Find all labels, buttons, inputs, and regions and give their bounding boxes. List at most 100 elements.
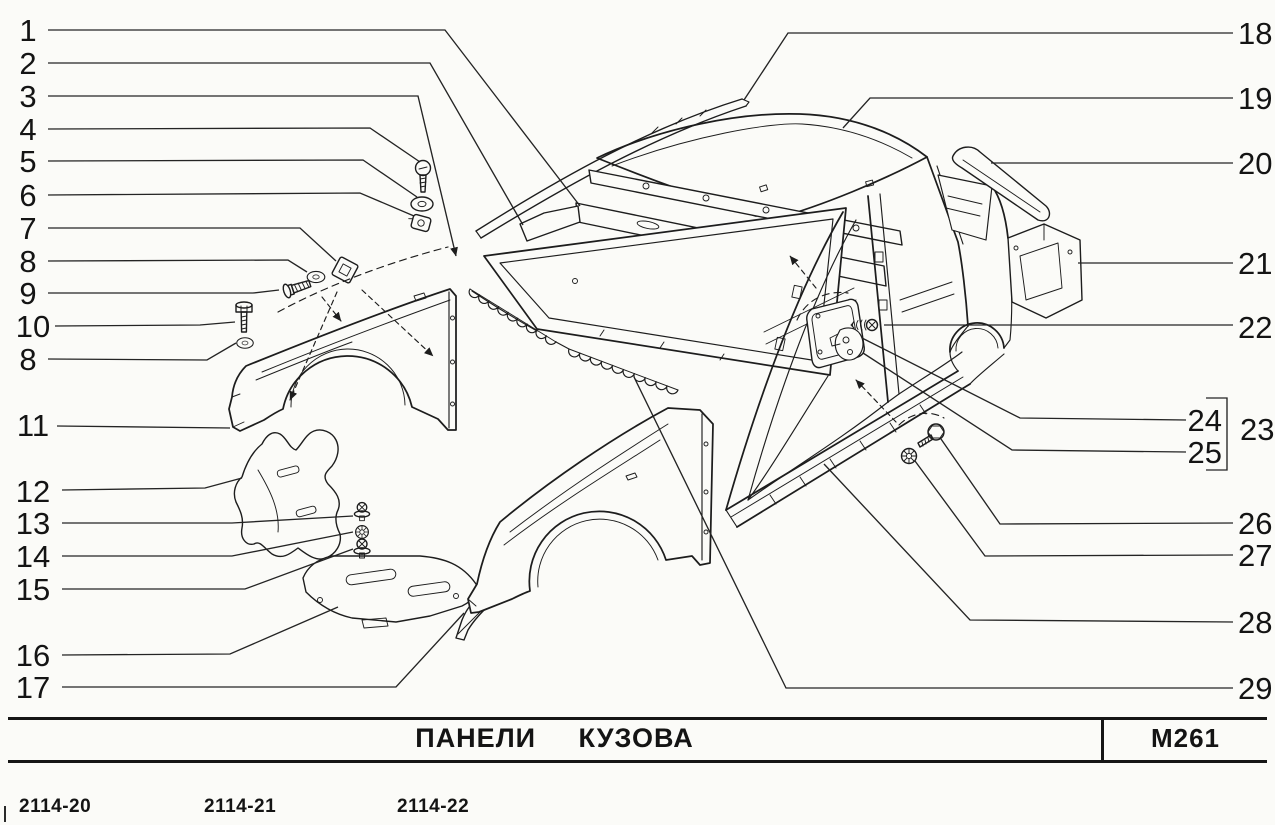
fuel-flap-latch-assembly	[789, 255, 945, 426]
leader-line-8a	[47, 259, 308, 273]
leader-line-7	[48, 227, 337, 262]
leader-line-10	[54, 321, 236, 327]
splash-shield	[302, 555, 478, 629]
leader-line-5	[47, 159, 418, 198]
screw-9-icon	[281, 276, 313, 300]
callout-label-19: 19	[1238, 81, 1272, 116]
bolt-26-icon	[917, 423, 945, 448]
callout-label-29: 29	[1238, 671, 1272, 706]
latch-mechanism	[834, 327, 864, 361]
bolt-install-arrow	[855, 379, 897, 423]
model-variant-label: 2114-20	[19, 796, 92, 817]
slat-end-bracket	[519, 205, 581, 242]
title-bar-divider	[1101, 717, 1104, 763]
nut-6-icon	[405, 212, 433, 233]
callout-labels: 1234567891081112131415161718192021222425…	[16, 13, 1275, 706]
callout-label-8b: 8	[19, 342, 36, 377]
callout-label-7: 7	[19, 211, 36, 246]
callout-label-2: 2	[19, 46, 36, 81]
callout-label-22: 22	[1238, 310, 1272, 345]
leader-line-13	[62, 515, 354, 524]
leader-line-8b	[47, 342, 237, 361]
leader-line-18	[743, 32, 1233, 101]
leader-line-24	[861, 337, 1187, 421]
leader-line-16	[61, 606, 339, 656]
leader-line-6	[47, 192, 415, 217]
leader-line-11	[56, 425, 231, 429]
rear-quarter-panel	[949, 237, 1013, 385]
callout-leaders	[47, 29, 1234, 689]
callout-label-5: 5	[19, 144, 36, 179]
title-bar-bottom-rule	[8, 760, 1267, 763]
install-arrow	[321, 296, 342, 322]
leader-line-26	[940, 438, 1234, 525]
screw-4-icon	[414, 159, 432, 193]
roof-drip-molding	[475, 98, 750, 239]
callout-label-12: 12	[16, 474, 50, 509]
callout-label-6: 6	[19, 178, 36, 213]
callout-label-17: 17	[16, 670, 50, 705]
callout-label-25: 25	[1188, 435, 1222, 470]
bolt-dashed-arc	[898, 412, 945, 426]
rear-end-panel	[1007, 223, 1083, 319]
callout-label-27: 27	[1238, 538, 1272, 573]
install-arrow	[361, 289, 434, 357]
washer-5-icon	[410, 196, 434, 212]
rear-pillar-trim	[951, 146, 1051, 222]
leader-line-15	[62, 548, 354, 590]
sheet-title: ПАНЕЛИ КУЗОВА	[415, 723, 694, 753]
callout-label-21: 21	[1238, 246, 1272, 281]
callout-label-26: 26	[1238, 506, 1272, 541]
leader-line-1	[48, 29, 581, 207]
bolt-10-icon	[235, 301, 253, 333]
callout-label-20: 20	[1238, 146, 1272, 181]
page-corner-tick	[4, 806, 6, 822]
fastener-row-dashed-arc	[277, 246, 449, 313]
washer-27-icon	[900, 447, 918, 465]
leader-line-25	[862, 352, 1187, 453]
callout-label-18: 18	[1238, 16, 1272, 51]
callout-label-11: 11	[17, 408, 49, 443]
leader-line-4	[47, 127, 421, 163]
group-bracket-23	[1206, 397, 1228, 471]
wheelhouse-liner	[233, 429, 342, 560]
model-variant-label: 2114-21	[204, 796, 277, 817]
install-arrow	[289, 291, 338, 401]
callout-label-1: 1	[19, 13, 36, 48]
front-fender	[228, 246, 457, 432]
callout-label-3: 3	[19, 79, 36, 114]
leader-line-28	[823, 463, 1234, 623]
callout-label-16: 16	[16, 638, 50, 673]
leader-line-17	[62, 612, 465, 688]
callout-label-9: 9	[19, 276, 36, 311]
leader-line-3	[48, 95, 458, 257]
leader-line-12	[61, 477, 243, 491]
sheet-code: М261	[1150, 723, 1221, 753]
callout-label-28: 28	[1238, 605, 1272, 640]
screw-13-icon	[353, 501, 371, 522]
leader-line-2	[48, 62, 524, 226]
leader-line-29	[633, 376, 1233, 689]
callout-label-8a: 8	[19, 244, 36, 279]
washer-14-icon	[355, 525, 369, 539]
leader-line-27	[914, 460, 1234, 557]
callout-label-14: 14	[16, 539, 50, 574]
title-bar-top-rule	[8, 717, 1267, 720]
latch-dashed-arc	[796, 291, 849, 321]
callout-label-10: 10	[16, 309, 50, 344]
latch-install-arrow	[789, 255, 817, 289]
body-side-structure	[725, 156, 1009, 528]
car-body-drawing	[228, 98, 1083, 641]
leader-line-14	[62, 531, 354, 557]
callout-label-13: 13	[16, 506, 50, 541]
front-fender-detached	[467, 407, 714, 614]
model-variant-label: 2114-22	[397, 796, 470, 817]
callout-label-15: 15	[16, 572, 50, 607]
washer-8a-icon	[306, 270, 326, 284]
leader-line-9	[48, 289, 280, 294]
callout-label-24: 24	[1188, 403, 1222, 438]
washer-8b-icon	[236, 337, 254, 349]
screw-15-icon	[353, 538, 371, 559]
callout-label-23: 23	[1240, 412, 1274, 447]
